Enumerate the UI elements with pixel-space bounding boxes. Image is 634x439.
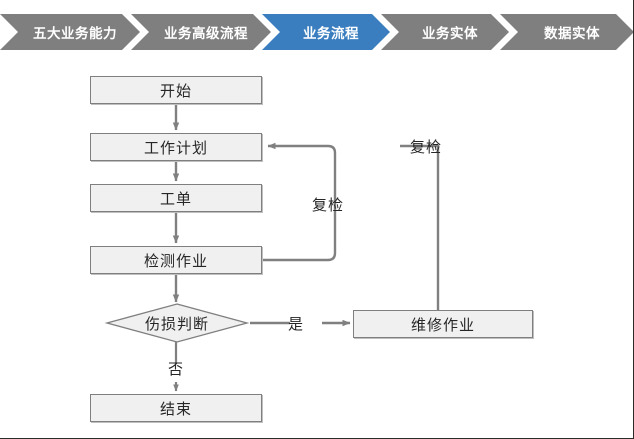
breadcrumb-label-2: 业务高级流程 <box>164 26 248 42</box>
node-damage-decision[interactable]: 伤损判断 <box>104 303 250 343</box>
breadcrumb-item-1[interactable]: 五大业务能力 <box>0 14 140 50</box>
breadcrumb: 五大业务能力 业务高级流程 业务流程 业务实体 数据实体 <box>0 14 634 50</box>
node-damage-decision-label: 伤损判断 <box>144 314 209 333</box>
diamond-shape <box>104 303 250 343</box>
edge-label-recheck-inner: 复检 <box>312 194 344 215</box>
node-end[interactable]: 结束 <box>90 394 262 422</box>
node-start-label: 开始 <box>159 81 192 100</box>
edge-label-yes: 是 <box>288 313 304 334</box>
edge-label-yes-text: 是 <box>288 315 305 333</box>
edge-label-no-text: 否 <box>168 360 185 378</box>
breadcrumb-item-2[interactable]: 业务高级流程 <box>131 14 271 50</box>
node-repair-label: 维修作业 <box>410 315 475 334</box>
edge-inspection-recheck-to-workplan <box>262 142 337 262</box>
edge-repair-recheck-to-workplan <box>400 144 440 310</box>
node-work-plan-label: 工作计划 <box>143 138 208 157</box>
breadcrumb-label-3: 业务流程 <box>303 26 359 42</box>
node-end-label: 结束 <box>159 399 192 418</box>
breadcrumb-label-5: 数据实体 <box>544 26 600 42</box>
node-repair[interactable]: 维修作业 <box>353 310 533 338</box>
node-inspection[interactable]: 检测作业 <box>90 246 262 274</box>
breadcrumb-label-1: 五大业务能力 <box>33 26 117 42</box>
edge-label-recheck-inner-text: 复检 <box>312 196 345 214</box>
breadcrumb-item-5[interactable]: 数据实体 <box>500 14 634 50</box>
breadcrumb-item-3[interactable]: 业务流程 <box>262 14 390 50</box>
node-work-order[interactable]: 工单 <box>90 184 262 212</box>
node-work-plan[interactable]: 工作计划 <box>90 133 262 161</box>
edge-label-recheck-outer: 复检 <box>410 136 442 157</box>
breadcrumb-item-4[interactable]: 业务实体 <box>381 14 509 50</box>
breadcrumb-label-4: 业务实体 <box>422 26 478 42</box>
edge-label-recheck-outer-text: 复检 <box>410 138 443 156</box>
node-work-order-label: 工单 <box>159 189 192 208</box>
node-start[interactable]: 开始 <box>90 76 262 104</box>
node-inspection-label: 检测作业 <box>143 251 208 270</box>
edge-label-no: 否 <box>168 358 184 379</box>
